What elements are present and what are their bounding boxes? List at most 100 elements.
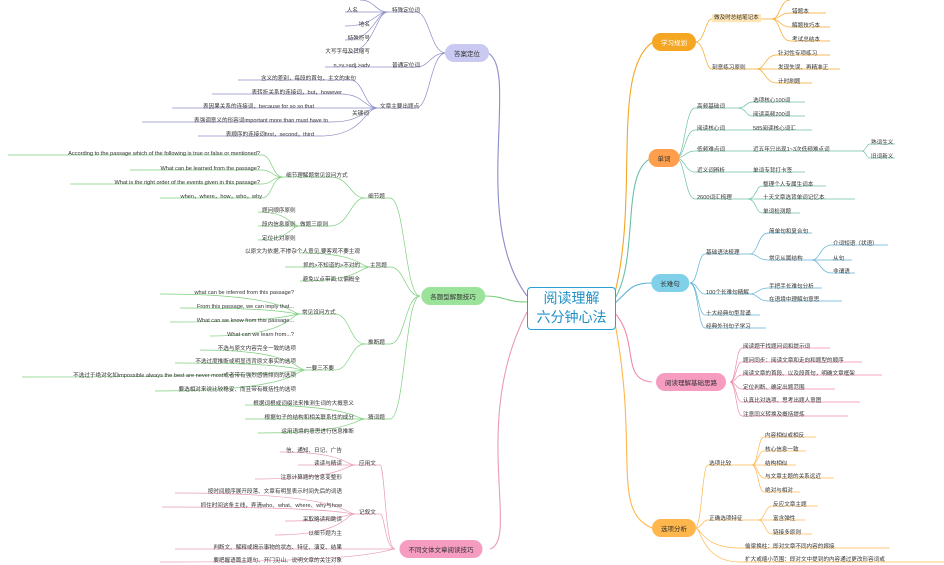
node-correct-opt[interactable]: 正确选项特征 bbox=[709, 516, 743, 523]
branch-study-plan[interactable]: 学习规划 bbox=[652, 33, 696, 51]
node-co2[interactable]: 富含弹性 bbox=[773, 516, 796, 523]
node-mq2[interactable]: 抓的>不知道的>不对的 bbox=[303, 263, 360, 270]
node-mi5[interactable]: 认真比对选项、思考出题人意图 bbox=[743, 398, 822, 405]
node-vh1[interactable]: 选项核心100词 bbox=[753, 98, 791, 105]
node-gq1[interactable]: 根据词根或词缀法来推测生词的大概意义 bbox=[253, 401, 354, 408]
branch-long-sentences[interactable]: 长难句 bbox=[651, 274, 689, 292]
node-vc1[interactable]: 585阅读核心词汇 bbox=[753, 126, 796, 133]
branch-vocab[interactable]: 单词 bbox=[648, 149, 680, 167]
node-key-words[interactable]: 关键词 bbox=[352, 111, 369, 118]
node-ls-basic[interactable]: 基础语法梳理 bbox=[706, 250, 740, 257]
node-iq3[interactable]: What can we know from this passage... bbox=[196, 318, 294, 325]
node-mi6[interactable]: 注意同义转换及概括提炼 bbox=[743, 412, 805, 419]
node-na5[interactable]: 判断文、解释或揭示事物的状态、特征、演变、结果 bbox=[213, 545, 342, 552]
node-ls100-2[interactable]: 在语境中理解句意思 bbox=[769, 297, 820, 304]
node-ls-10[interactable]: 十大经典句型背诵 bbox=[706, 311, 751, 318]
branch-main-idea[interactable]: 阅读理解基础思路 bbox=[656, 373, 726, 391]
node-vd1a[interactable]: 熟词生义 bbox=[871, 140, 894, 147]
node-iq1[interactable]: what can be inferred from this passage? bbox=[194, 290, 295, 297]
node-infer-q[interactable]: 推断题 bbox=[368, 340, 385, 347]
branch-answer-locate[interactable]: 答案定位 bbox=[445, 44, 489, 62]
node-iq2[interactable]: From this passage, we can imply that... bbox=[197, 304, 294, 311]
node-na2[interactable]: 抓住时间这条主线，弄清who、what、where、why与how bbox=[200, 503, 342, 510]
node-narrative[interactable]: 记叙文 bbox=[359, 510, 376, 517]
node-oc4[interactable]: 与文章主题的关系远近 bbox=[765, 474, 821, 481]
node-kw1[interactable]: 含义的差别，每段的首句，主文的末句 bbox=[260, 76, 356, 83]
node-vh2[interactable]: 阅读高频200词 bbox=[753, 112, 791, 119]
node-oc3[interactable]: 结构相似 bbox=[765, 461, 788, 468]
node-oc5[interactable]: 绝对与相对 bbox=[765, 488, 793, 495]
node-na3[interactable]: 采取略读和跳读 bbox=[302, 517, 342, 524]
node-dpr2[interactable]: 发现失误、再精准正 bbox=[778, 65, 829, 72]
node-daily-practice[interactable]: 刻意练习原则 bbox=[712, 65, 746, 72]
node-v-syn[interactable]: 近义词辨析 bbox=[697, 168, 725, 175]
node-people-names[interactable]: 人名 bbox=[346, 8, 358, 15]
node-na4[interactable]: 以细节题为主 bbox=[308, 531, 342, 538]
node-key-words-text[interactable]: 文章主要出题点 bbox=[380, 104, 420, 111]
node-vm1[interactable]: 整理个人专属生词本 bbox=[763, 182, 814, 189]
node-dp3[interactable]: 定位比对原则 bbox=[262, 236, 296, 243]
node-na1[interactable]: 按时间顺序展开段落、文章有明显表示时间先后的词语 bbox=[207, 489, 342, 496]
node-dq1[interactable]: According to the passage which of the fo… bbox=[68, 151, 260, 158]
node-common-locate-eg[interactable]: n.>v.>adj.>adv bbox=[333, 63, 370, 70]
node-it2[interactable]: 不选过度推断或明显违背原文事实的选项 bbox=[195, 359, 296, 366]
node-wo1[interactable]: 偷梁换柱：即对文章不同内容的嫁接 bbox=[745, 544, 835, 551]
node-app-text[interactable]: 应用文 bbox=[359, 461, 376, 468]
node-gq2[interactable]: 根据句子的结构和相关联系性的成分 bbox=[264, 415, 354, 422]
node-it1[interactable]: 不选与原文内容完全一致的选项 bbox=[217, 346, 296, 353]
node-vm3[interactable]: 单词检测题 bbox=[763, 209, 791, 216]
branch-option-analysis[interactable]: 选项分析 bbox=[652, 519, 696, 537]
branch-genres[interactable]: 不同文体文章阅读技巧 bbox=[399, 540, 483, 558]
node-v-diff[interactable]: 低频难点词 bbox=[697, 147, 725, 154]
node-vd1[interactable]: 近五年只出现1~3次低频难点词 bbox=[753, 147, 830, 154]
node-mq1[interactable]: 以原文为依据,不掺杂个人意见,要客观不要主观 bbox=[245, 249, 360, 256]
node-mi3[interactable]: 阅读文章的首段、以及段首句，明确文章框架 bbox=[743, 371, 855, 378]
node-mi4[interactable]: 定位判断、确定出题范围 bbox=[743, 385, 805, 392]
node-ap3[interactable]: 注意计算题的信息变整形 bbox=[280, 475, 342, 482]
node-guess-q[interactable]: 猜词题 bbox=[368, 415, 385, 422]
central-topic[interactable]: 阅读理解 六分钟心法 bbox=[527, 287, 616, 330]
branch-question-types[interactable]: 各题型解题技巧 bbox=[421, 287, 485, 305]
node-dp1[interactable]: 题问顺序原则 bbox=[262, 208, 296, 215]
node-dpr3[interactable]: 计时刷题 bbox=[778, 79, 801, 86]
node-kw5[interactable]: 表顺序的连接词first，second，third bbox=[225, 132, 314, 139]
node-v-method[interactable]: 2600词汇梳理 bbox=[697, 195, 732, 202]
node-main-q[interactable]: 主旨题 bbox=[370, 263, 387, 270]
node-vm2[interactable]: 十天文章选背单词记忆本 bbox=[763, 195, 825, 202]
node-wo2[interactable]: 扩大或缩小范围：即对文中提到的内容通过更改形容词或 bbox=[745, 557, 885, 564]
node-infer-forms[interactable]: 常见设问方式 bbox=[302, 310, 336, 317]
node-co1[interactable]: 反应文章主题 bbox=[773, 502, 807, 509]
node-dq3[interactable]: What is the right order of the events gi… bbox=[114, 180, 260, 187]
node-kw2[interactable]: 表转折关系的连接词，but，however bbox=[251, 90, 342, 97]
node-dq-principle[interactable]: 做题三原则 bbox=[300, 222, 328, 229]
node-mq3[interactable]: 避免以点带面,以偏概全 bbox=[302, 277, 361, 284]
node-ls100-1[interactable]: 手把手长难句分析 bbox=[769, 284, 814, 291]
node-lsb-b[interactable]: 常见从属结构 bbox=[769, 256, 803, 263]
node-rw1[interactable]: 错题本 bbox=[792, 9, 809, 16]
node-kw3[interactable]: 表因果关系的连接词，because for so so that bbox=[203, 104, 314, 111]
node-oc2[interactable]: 核心信息一致 bbox=[765, 447, 799, 454]
node-detail-q[interactable]: 细节题 bbox=[368, 194, 385, 201]
node-lsb-b1[interactable]: 介词短语（状语） bbox=[833, 241, 878, 248]
node-place-names[interactable]: 地名 bbox=[358, 22, 370, 29]
node-v-high[interactable]: 高频基础词 bbox=[697, 104, 725, 111]
node-special-symbols[interactable]: 特殊符号 bbox=[347, 36, 370, 43]
node-infer-three[interactable]: 一要三不要 bbox=[306, 366, 334, 373]
node-lsb-a[interactable]: 简单句和复合句 bbox=[769, 229, 809, 236]
node-lsb-b2[interactable]: 从句 bbox=[833, 256, 845, 263]
node-ap1[interactable]: 信、通知、日记、广告 bbox=[286, 448, 342, 455]
node-opt-compare[interactable]: 选项比较 bbox=[709, 461, 732, 468]
node-co3[interactable]: 链接多原则 bbox=[773, 530, 801, 537]
node-common-locate[interactable]: 普通定位词 bbox=[392, 63, 420, 70]
node-ls-ext[interactable]: 经典外刊句子学习 bbox=[706, 324, 751, 331]
node-rw2[interactable]: 解题技巧本 bbox=[792, 23, 820, 30]
node-ls-100[interactable]: 100个长难句精解 bbox=[706, 290, 749, 297]
node-iq4[interactable]: What can we learn from...? bbox=[227, 332, 294, 339]
node-feature-locate[interactable]: 特殊定位词 bbox=[392, 8, 420, 15]
node-vd1b[interactable]: 旧词新义 bbox=[871, 154, 894, 161]
node-detail-forms[interactable]: 细节理解题常见设问方式 bbox=[286, 173, 348, 180]
node-v-core[interactable]: 阅读核心词 bbox=[697, 126, 725, 133]
node-dq2[interactable]: What can be learned from the passage? bbox=[160, 166, 260, 173]
node-ap2[interactable]: 读读与精读 bbox=[314, 461, 342, 468]
node-dp2[interactable]: 段内信息原则 bbox=[262, 222, 296, 229]
